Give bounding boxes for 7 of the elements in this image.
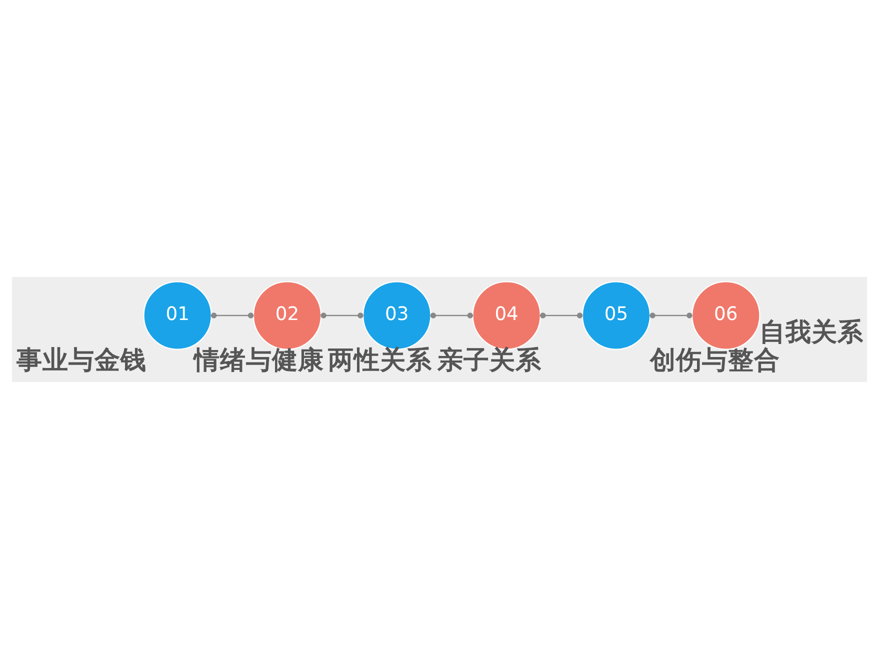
- connector: [540, 312, 583, 318]
- connector: [210, 312, 254, 318]
- connector: [650, 312, 692, 318]
- node-circle: 05: [582, 281, 651, 350]
- connector: [320, 312, 364, 318]
- node-label: 自我关系: [760, 318, 864, 348]
- connector: [430, 312, 474, 318]
